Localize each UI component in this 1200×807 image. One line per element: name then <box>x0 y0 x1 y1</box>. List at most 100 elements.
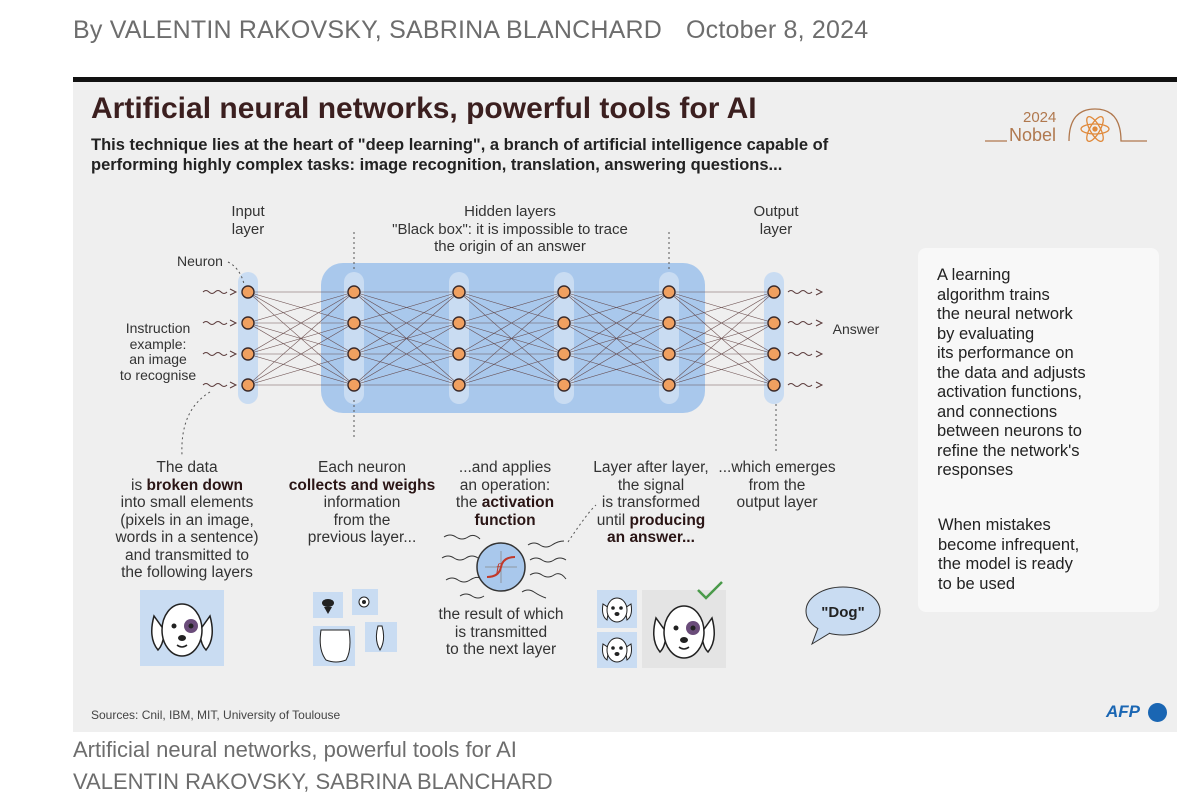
input-signal <box>202 288 238 296</box>
neuron <box>347 316 361 330</box>
neuron <box>662 285 676 299</box>
nobel-logo: 2024 Nobel <box>985 103 1150 153</box>
connection <box>563 291 670 355</box>
layer-bar <box>238 272 258 404</box>
neuron <box>557 316 571 330</box>
caption-authors: VALENTIN RAKOVSKY, SABRINA BLANCHARD <box>73 769 553 794</box>
neuron <box>347 347 361 361</box>
activation-signals <box>441 534 567 599</box>
connection <box>247 291 355 386</box>
dog-image-input <box>140 590 224 666</box>
hidden-layers-label: Hidden layers"Black box": it is impossib… <box>392 203 628 255</box>
speech-bubble: "Dog" <box>805 586 881 646</box>
dog-image-transformed-1 <box>597 590 637 628</box>
caption-title: Artificial neural networks, powerful too… <box>73 737 517 762</box>
connection <box>247 322 355 386</box>
output-signal <box>787 350 824 358</box>
connection <box>353 291 460 386</box>
neuron <box>452 316 466 330</box>
atom-icon <box>1080 115 1110 143</box>
layer-bar <box>449 272 469 404</box>
svg-text:f: f <box>496 560 502 575</box>
sources-text: Sources: Cnil, IBM, MIT, University of T… <box>91 708 341 722</box>
dog-image-transformed-2 <box>597 632 637 668</box>
connection <box>353 353 460 386</box>
connection <box>353 291 460 355</box>
data-callout <box>181 391 211 456</box>
neuron <box>767 378 781 392</box>
connection <box>247 291 355 324</box>
neuron <box>557 378 571 392</box>
connection <box>247 291 355 355</box>
neuron <box>241 378 255 392</box>
neuron <box>557 347 571 361</box>
connection <box>563 291 670 324</box>
layer-bar <box>659 272 679 404</box>
neuron-callout <box>227 261 245 285</box>
connection <box>458 322 565 386</box>
connection <box>563 322 670 386</box>
output-signal <box>787 381 824 389</box>
answer-label: Answer <box>832 321 880 337</box>
neuron <box>241 347 255 361</box>
connection <box>458 353 565 386</box>
neuron-label: Neuron <box>177 253 223 269</box>
connection <box>668 291 775 324</box>
neuron <box>662 316 676 330</box>
connection <box>668 291 775 386</box>
connection <box>458 291 565 324</box>
connection <box>563 291 670 386</box>
logo-year: 2024 <box>1023 109 1056 126</box>
layer-callout <box>567 504 597 543</box>
neuron <box>347 285 361 299</box>
connection <box>668 291 775 355</box>
image-fragments <box>313 589 397 666</box>
neuron <box>767 285 781 299</box>
input-signal <box>202 350 238 358</box>
connection <box>458 291 565 386</box>
logo-word: Nobel <box>1009 125 1056 145</box>
connection <box>458 291 565 355</box>
neuron <box>557 285 571 299</box>
graphic-subtitle: This technique lies at the heart of "dee… <box>91 136 829 174</box>
graphic-title: Artificial neural networks, powerful too… <box>91 92 757 125</box>
output-signal <box>787 288 824 296</box>
connection <box>247 353 355 386</box>
checkmark-icon <box>697 581 723 600</box>
neuron <box>241 316 255 330</box>
byline-authors: By VALENTIN RAKOVSKY, SABRINA BLANCHARD <box>73 16 663 44</box>
layer-bar <box>554 272 574 404</box>
neuron <box>241 285 255 299</box>
neuron <box>347 378 361 392</box>
afp-logo-dot <box>1148 703 1167 722</box>
byline: By VALENTIN RAKOVSKY, SABRINA BLANCHARD O… <box>73 16 868 45</box>
neuron <box>662 347 676 361</box>
output-signal <box>787 319 824 327</box>
connection <box>668 322 775 386</box>
neuron <box>767 316 781 330</box>
speech-bubble-text: "Dog" <box>821 604 864 621</box>
activation-function-icon: f <box>476 542 526 592</box>
dog-image-output <box>642 590 726 668</box>
connection <box>668 353 775 386</box>
neuron <box>452 285 466 299</box>
neuron <box>767 347 781 361</box>
byline-date: October 8, 2024 <box>686 16 869 44</box>
connection <box>353 291 460 324</box>
afp-logo-text: AFP <box>1106 702 1140 721</box>
neuron <box>452 378 466 392</box>
top-rule <box>73 77 1177 82</box>
layer-bar <box>764 272 784 404</box>
input-signal <box>202 381 238 389</box>
connection <box>563 353 670 386</box>
neuron <box>452 347 466 361</box>
